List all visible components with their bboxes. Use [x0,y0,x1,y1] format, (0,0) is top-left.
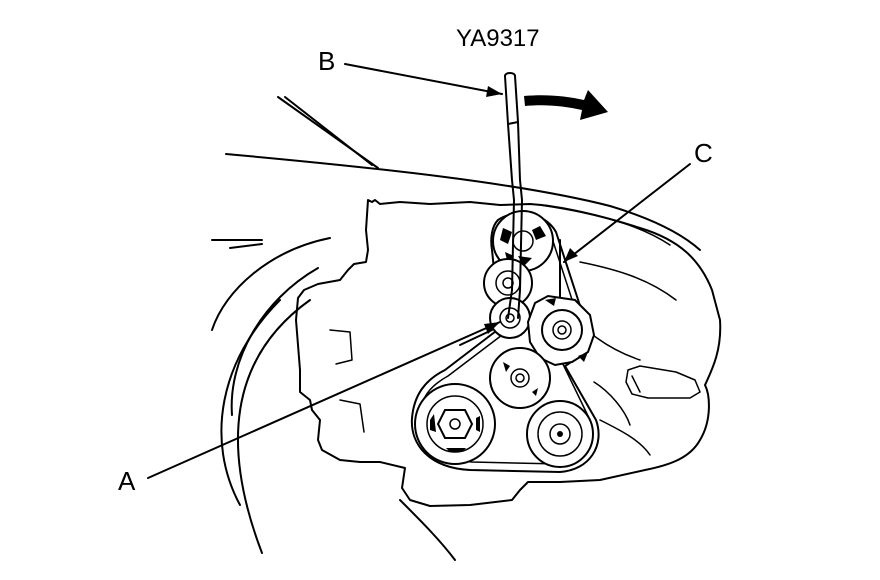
leader-arrowheads [484,86,578,334]
power-steering-pulley [489,347,551,409]
hood-outline [225,96,701,251]
rotation-arrow [524,90,608,120]
upper-idler-pulley [492,210,554,272]
callout-c: C [694,138,713,168]
callout-a: A [118,466,136,496]
wheel-arch-lines [211,237,456,561]
figure-code: YA9317 [456,25,540,52]
alternator-pulley [526,294,596,367]
leader-lines [147,63,691,479]
callout-b: B [318,46,335,76]
crankshaft-pulley [414,383,496,465]
ac-compressor-pulley [526,400,594,468]
breaker-bar [504,72,523,319]
